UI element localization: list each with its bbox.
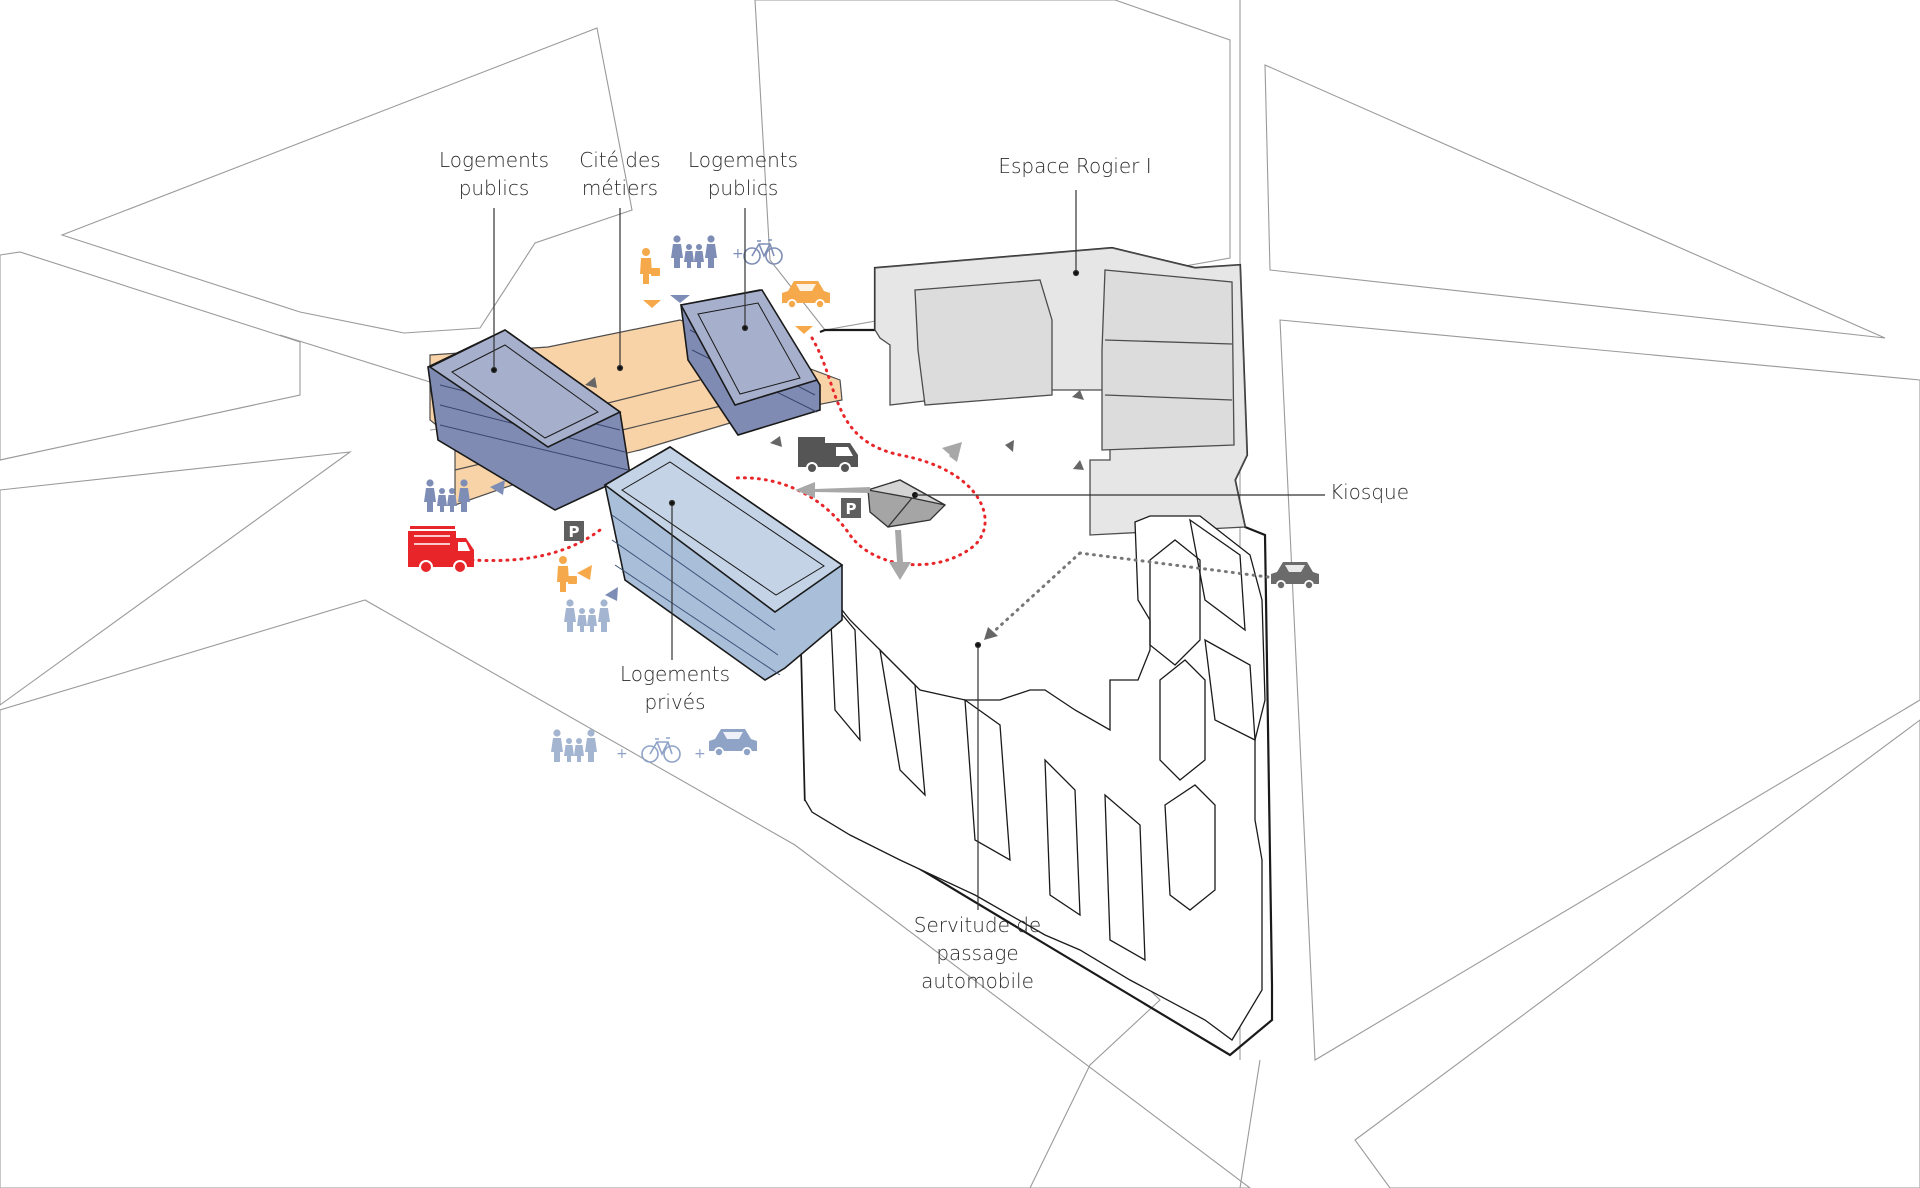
kiosque-flow-arrows [795,442,962,580]
label-logements-publics-right: Logements publics [687,148,799,200]
fire-truck-icon [408,526,474,574]
public-housing-left-building [427,329,631,511]
direction-triangles [490,295,1084,640]
delivery-van-icon [798,437,858,474]
plus-sign-bottom-1: + [616,746,628,762]
existing-row-houses [799,515,1266,1041]
label-kiosque: Kiosque [1330,480,1410,504]
private-housing-building [603,446,844,681]
bicycle-public-icon [743,239,783,265]
vehicle-access-paths [470,336,987,567]
parking-sign-center: P [841,498,861,518]
worker-top-icon [640,248,660,284]
espace-rogier-building [874,247,1248,536]
plus-sign-bottom-2: + [694,746,706,762]
car-grey-icon [1271,562,1319,590]
parking-sign-left-label: P [569,523,580,541]
bicycle-private-icon [641,737,681,763]
label-servitude: Servitude de passage automobile [913,913,1042,993]
pedestrians-bottom-icon [564,599,610,632]
pedestrians-private-icon [551,729,597,762]
label-logements-prives: Logements privés [619,662,731,714]
label-logements-publics-left: Logements publics [438,148,550,200]
pedestrians-left-icon [424,479,470,512]
parking-sign-left: P [564,521,584,541]
car-blue-icon [709,729,757,757]
servitude-paths [988,551,1270,637]
kiosque-pavilion [867,479,947,528]
pedestrians-public-icon [671,235,717,268]
parking-sign-center-label: P [846,500,857,518]
worker-bottom-icon [557,556,577,592]
label-cite-des-metiers: Cité des métiers [579,148,661,200]
public-housing-right-building [679,289,821,436]
leader-lines [490,190,1325,910]
label-espace-rogier: Espace Rogier I [998,154,1152,178]
plus-sign-top: + [732,246,744,262]
